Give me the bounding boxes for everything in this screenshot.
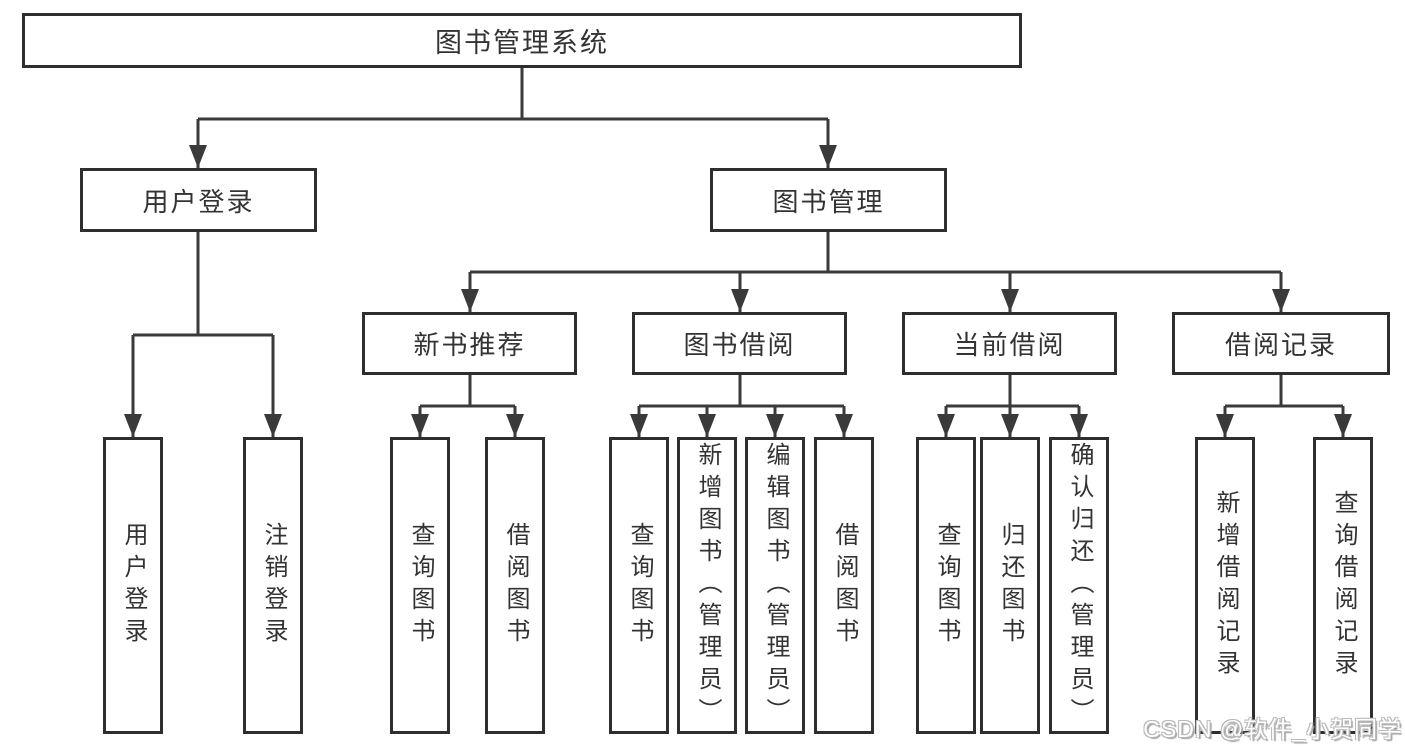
leaf-return-books: 归还图书 (980, 437, 1040, 734)
leaf-recommend-borrow-books-label: 借阅图书 (502, 521, 529, 650)
leaf-recommend-borrow-books: 借阅图书 (485, 437, 545, 734)
leaf-add-borrow-record-label: 新增借阅记录 (1212, 489, 1239, 682)
leaf-query-borrow-record-label: 查询借阅记录 (1330, 489, 1357, 682)
node-new-book-recommend-label: 新书推荐 (413, 330, 526, 360)
leaf-confirm-return-admin: 确认归还（管理员） (1049, 437, 1109, 734)
leaf-current-query-books: 查询图书 (916, 437, 976, 734)
leaf-edit-book-admin: 编辑图书（管理员） (745, 437, 805, 734)
node-library-system-label: 图书管理系统 (435, 28, 609, 58)
watermark: CSDN @软件_小贺同学 (1143, 716, 1402, 742)
leaf-add-book-admin: 新增图书（管理员） (677, 437, 737, 734)
leaf-current-query-books-label: 查询图书 (933, 521, 960, 650)
leaf-recommend-query-books-label: 查询图书 (407, 521, 434, 650)
leaf-recommend-query-books: 查询图书 (390, 437, 450, 734)
leaf-query-borrow-record: 查询借阅记录 (1313, 437, 1373, 734)
node-user-login-label: 用户登录 (142, 186, 255, 217)
leaf-borrow-query-books-label: 查询图书 (626, 521, 653, 650)
node-borrow-records-label: 借阅记录 (1224, 330, 1337, 360)
leaf-edit-book-admin-label: 编辑图书（管理员） (762, 441, 789, 730)
node-book-management-label: 图书管理 (772, 186, 885, 217)
node-borrow-records: 借阅记录 (1172, 312, 1390, 375)
leaf-confirm-return-admin-label: 确认归还（管理员） (1066, 441, 1093, 730)
leaf-add-borrow-record: 新增借阅记录 (1195, 437, 1255, 734)
node-book-borrow-label: 图书借阅 (683, 330, 796, 360)
leaf-borrow-query-books: 查询图书 (609, 437, 669, 734)
node-user-login: 用户登录 (80, 168, 317, 232)
leaf-user-login: 用户登录 (103, 437, 163, 734)
node-current-borrow: 当前借阅 (902, 312, 1117, 375)
leaf-borrow-books: 借阅图书 (814, 437, 874, 734)
node-book-management: 图书管理 (710, 168, 947, 232)
leaf-borrow-books-label: 借阅图书 (831, 521, 858, 650)
leaf-logout: 注销登录 (243, 437, 303, 734)
leaf-user-login-label: 用户登录 (120, 521, 147, 650)
leaf-add-book-admin-label: 新增图书（管理员） (694, 441, 721, 730)
node-library-system: 图书管理系统 (22, 13, 1022, 68)
node-book-borrow: 图书借阅 (632, 312, 847, 375)
node-new-book-recommend: 新书推荐 (362, 312, 577, 375)
node-current-borrow-label: 当前借阅 (953, 330, 1066, 360)
tree-edges (131, 68, 1345, 437)
leaf-return-books-label: 归还图书 (997, 521, 1024, 650)
leaf-logout-label: 注销登录 (260, 521, 287, 650)
